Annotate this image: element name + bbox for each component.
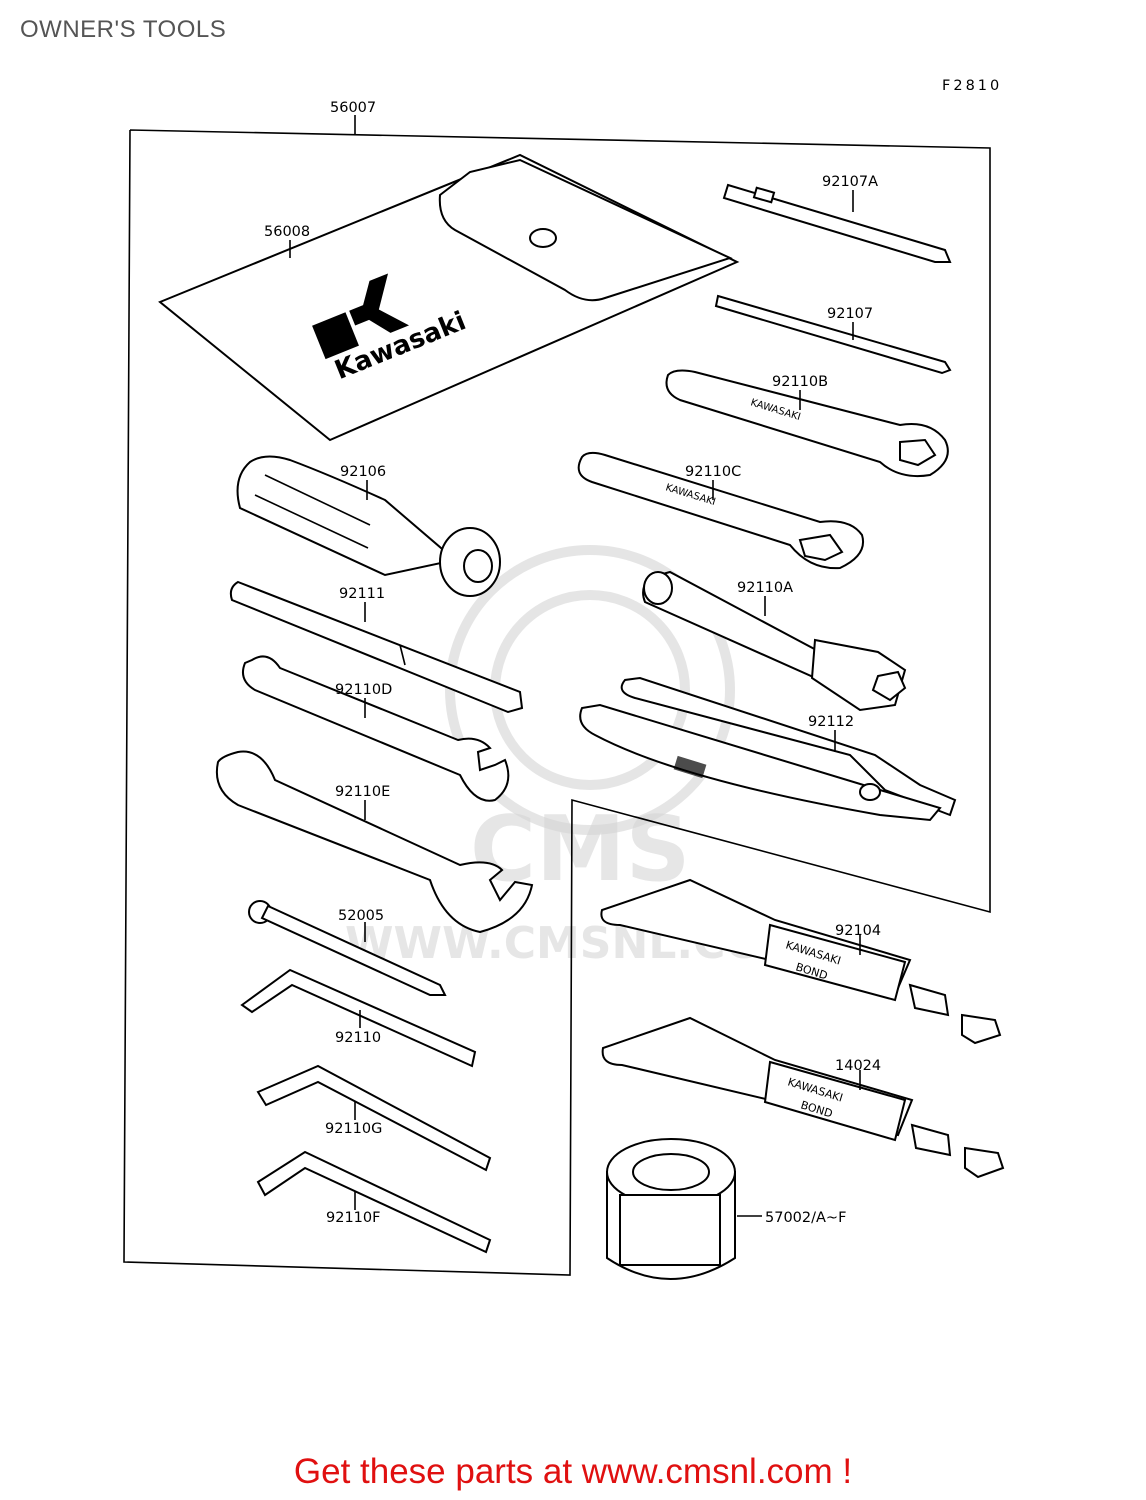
tommy-bar-92111 <box>229 580 524 714</box>
label-92110f: 92110F <box>326 1210 380 1226</box>
open-wrench-92110d <box>242 655 510 802</box>
label-92110a: 92110A <box>737 580 793 596</box>
label-92110d: 92110D <box>335 682 392 698</box>
open-wrench-92110e <box>216 750 534 934</box>
label-92106: 92106 <box>340 464 386 480</box>
footer-link-text[interactable]: Get these parts at www.cmsnl.com ! <box>293 1452 853 1491</box>
pliers-92112 <box>579 676 957 822</box>
kawasaki-bond-92104: KAWASAKI BOND <box>600 878 1002 1045</box>
label-56007: 56007 <box>330 100 376 116</box>
label-92110: 92110 <box>335 1030 381 1046</box>
hex-wrench-92110 <box>240 968 477 1068</box>
label-52005: 52005 <box>338 908 384 924</box>
grease-can-57002 <box>606 1138 736 1280</box>
watermark-logo-text: CMS <box>470 797 690 902</box>
label-92110c: 92110C <box>685 464 741 480</box>
label-92107a: 92107A <box>822 174 878 190</box>
screwdriver-tip-92107 <box>714 294 952 375</box>
hex-wrench-92110g <box>256 1064 492 1172</box>
label-56008: 56008 <box>264 224 310 240</box>
driver-52005 <box>248 900 447 996</box>
label-92110b: 92110B <box>772 374 828 390</box>
label-14024: 14024 <box>835 1058 881 1074</box>
screwdriver-tip-92107a <box>722 183 952 263</box>
screwdriver-handle-92106 <box>236 455 501 597</box>
figure-code: F2810 <box>942 78 1002 94</box>
page-title: OWNER'S TOOLS <box>20 16 227 43</box>
label-92111: 92111 <box>339 586 385 602</box>
label-92107: 92107 <box>827 306 873 322</box>
kit-outline-box <box>123 115 991 1276</box>
label-92110e: 92110E <box>335 784 390 800</box>
tool-bag: Kawasaki <box>158 153 740 442</box>
socket-wrench-92110a <box>642 570 907 712</box>
label-92104: 92104 <box>835 923 881 939</box>
box-wrench-92110b: KAWASAKI <box>665 369 949 478</box>
label-57002: 57002/A~F <box>765 1210 846 1226</box>
hex-wrench-92110f <box>256 1150 492 1254</box>
label-92110g: 92110G <box>325 1121 382 1137</box>
label-92112: 92112 <box>808 714 854 730</box>
kawasaki-bond-14024: KAWASAKI BOND <box>601 1016 1005 1179</box>
box-wrench-92110c: KAWASAKI <box>577 451 864 570</box>
